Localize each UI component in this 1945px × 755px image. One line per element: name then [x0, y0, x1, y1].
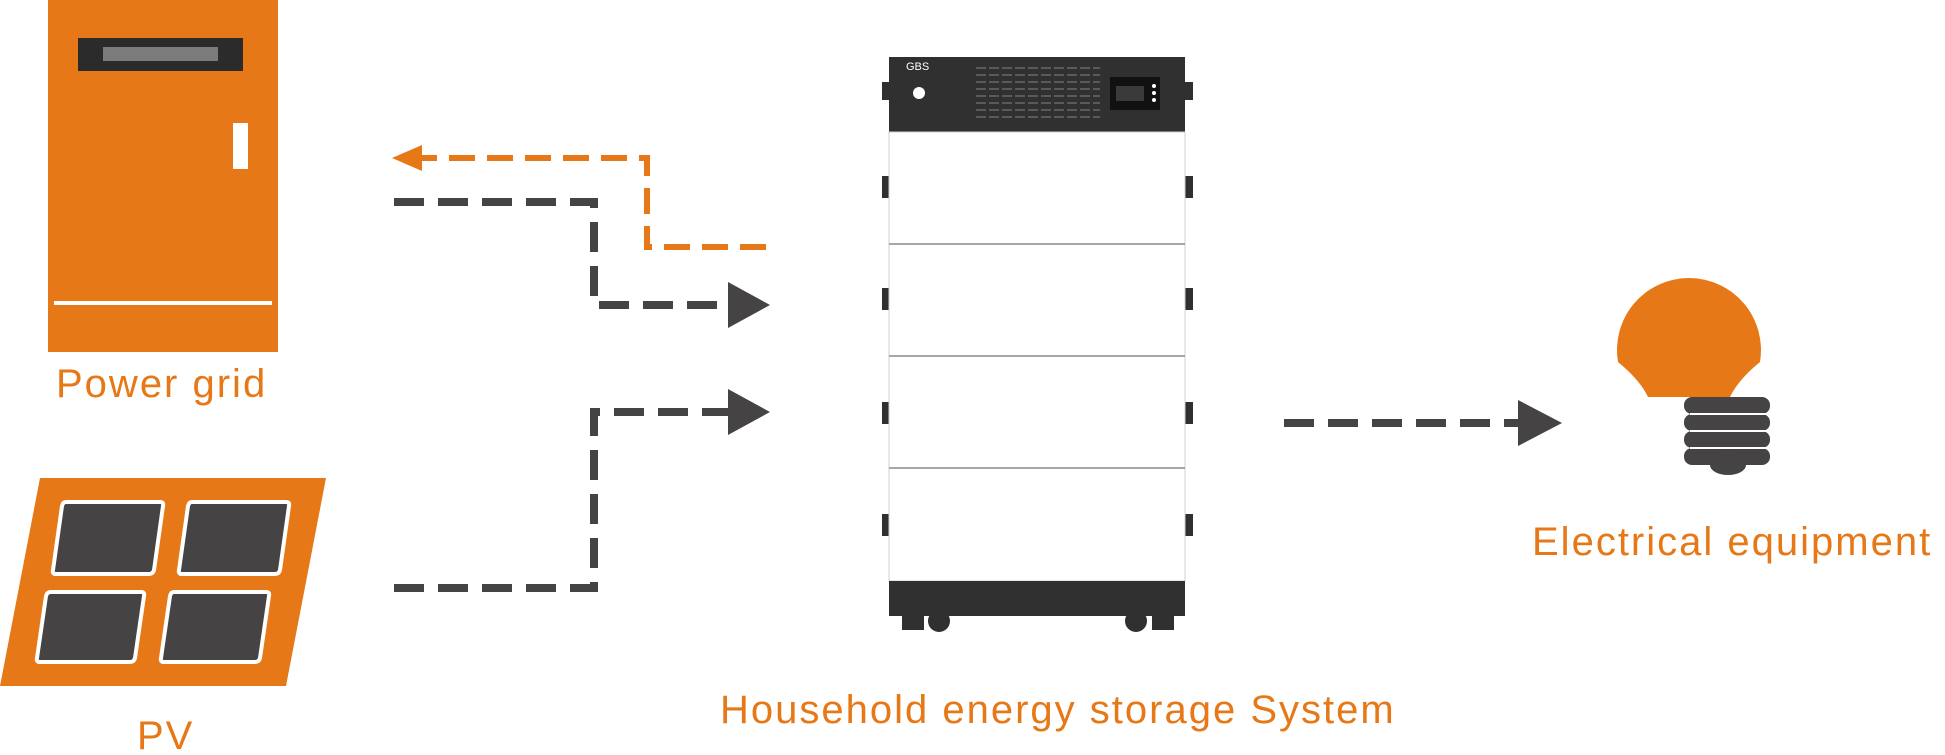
power-button-icon	[913, 87, 925, 99]
power-grid-label: Power grid	[56, 362, 268, 406]
pv-label: PV	[137, 714, 195, 755]
arrow-pv-to-storage	[394, 389, 770, 592]
battery-stack-icon	[882, 57, 1193, 632]
power-grid-cabinet-icon	[48, 0, 278, 352]
arrow-export-to-grid	[392, 145, 766, 250]
storage-system-label: Household energy storage System	[720, 688, 1396, 732]
arrow-storage-to-equipment	[1284, 400, 1562, 446]
light-bulb-icon	[1617, 278, 1770, 475]
solar-panel-icon	[0, 478, 326, 686]
brand-logo: GBS	[906, 61, 929, 73]
electrical-equipment-label: Electrical equipment	[1532, 520, 1933, 564]
arrow-grid-to-storage	[394, 198, 770, 328]
